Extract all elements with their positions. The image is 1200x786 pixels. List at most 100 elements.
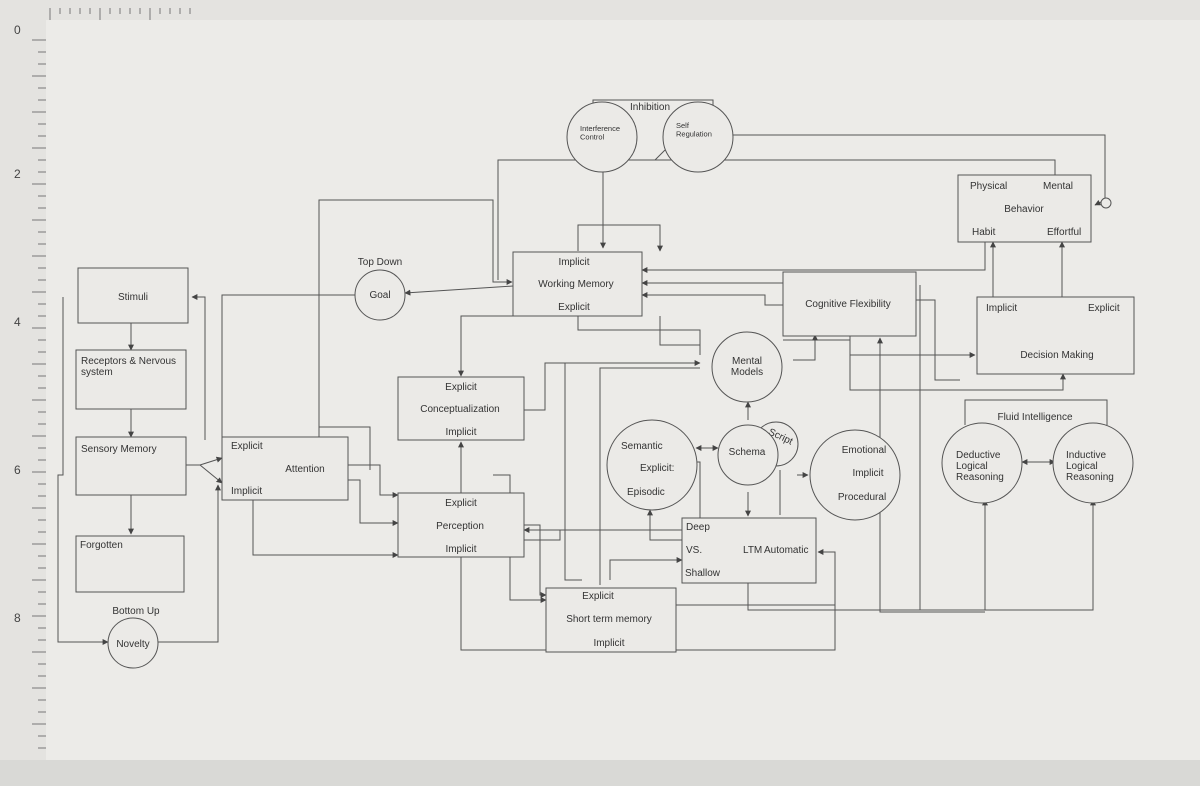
edge — [577, 318, 701, 355]
ltm-automatic-label: Automatic — [764, 545, 808, 556]
att-explicit-label: Explicit — [231, 441, 263, 452]
edge — [319, 426, 371, 470]
behavior-connector-dot — [1100, 197, 1112, 209]
self-regulation-node[interactable] — [662, 101, 734, 173]
schema-node[interactable] — [717, 424, 779, 486]
mental-models-node[interactable] — [711, 331, 783, 403]
edge — [817, 549, 836, 605]
emo-implicit-label: Implicit — [852, 468, 883, 479]
edge — [404, 285, 514, 296]
emotional-label: Emotional — [842, 445, 886, 456]
per-implicit-label: Implicit — [445, 544, 476, 555]
att-implicit-label: Implicit — [231, 486, 262, 497]
edge — [348, 479, 399, 526]
perception-label: Perception — [436, 521, 484, 532]
procedural-label: Procedural — [838, 492, 886, 503]
episodic-label: Episodic — [627, 487, 665, 498]
novelty-node[interactable] — [107, 617, 159, 669]
wm-implicit-label: Implicit — [558, 257, 589, 268]
stimuli-label: Stimuli — [118, 292, 148, 303]
edge — [524, 360, 701, 411]
edge — [641, 292, 783, 306]
goal-node[interactable] — [354, 269, 406, 321]
conceptualization-label: Conceptualization — [420, 404, 500, 415]
ltm-shallow-label: Shallow — [685, 568, 721, 579]
behavior-effortful-label: Effortful — [1047, 227, 1081, 238]
receptors-node[interactable] — [75, 349, 187, 410]
edge — [793, 334, 818, 361]
ruler-mark: 8 — [14, 611, 21, 625]
semantic-episodic-node[interactable] — [606, 419, 698, 511]
ruler-mark: 2 — [14, 167, 21, 181]
ltm-node[interactable] — [681, 517, 817, 584]
perception-node[interactable] — [397, 492, 525, 558]
edge — [659, 316, 700, 346]
fluid-intelligence-label: Fluid Intelligence — [997, 412, 1072, 423]
edge — [199, 456, 223, 466]
bottom-up-label: Bottom Up — [112, 606, 160, 617]
edge — [497, 159, 1056, 280]
dm-explicit-label: Explicit — [1088, 303, 1120, 314]
attention-label: Attention — [285, 464, 324, 475]
stm-explicit-label: Explicit — [582, 591, 614, 602]
inductive-reasoning-node[interactable] — [1052, 422, 1134, 504]
edge — [877, 337, 985, 613]
emotional-procedural-node[interactable] — [809, 429, 901, 521]
ruler-mark: 6 — [14, 463, 21, 477]
edge — [524, 530, 561, 541]
dm-implicit-label: Implicit — [986, 303, 1017, 314]
edge — [158, 484, 221, 643]
edge — [849, 335, 1066, 391]
edge — [524, 524, 547, 598]
wm-explicit-label: Explicit — [558, 302, 590, 313]
edge — [654, 149, 666, 161]
ltm-vs-label: VS. — [686, 545, 702, 556]
semantic-label: Semantic — [621, 441, 663, 452]
sensory-memory-node[interactable] — [75, 436, 187, 496]
attention-node[interactable] — [221, 436, 349, 501]
cognitive-flexibility-node[interactable] — [782, 271, 917, 337]
edge — [916, 299, 960, 381]
stm-implicit-label: Implicit — [593, 638, 624, 649]
edge — [747, 499, 988, 611]
edge — [920, 499, 1096, 611]
short-term-memory-label: Short term memory — [566, 614, 652, 625]
behavior-node[interactable] — [957, 174, 1092, 243]
deductive-reasoning-node[interactable] — [941, 422, 1023, 504]
working-memory-label: Working Memory — [538, 279, 613, 290]
short-term-memory-node[interactable] — [545, 587, 677, 653]
edge — [57, 297, 109, 645]
edge — [647, 509, 682, 541]
decision-making-label: Decision Making — [1020, 350, 1093, 361]
sensory-memory-label: Sensory Memory — [81, 444, 157, 455]
behavior-physical-label: Physical — [970, 181, 1007, 192]
forgotten-label: Forgotten — [80, 540, 123, 551]
edge — [221, 294, 355, 455]
conceptualization-node[interactable] — [397, 376, 525, 441]
con-explicit-label: Explicit — [445, 382, 477, 393]
ltm-deep-label: Deep — [686, 522, 710, 533]
inhibition-label: Inhibition — [630, 102, 670, 113]
edge — [348, 464, 399, 498]
con-implicit-label: Implicit — [445, 427, 476, 438]
working-memory-node[interactable] — [512, 251, 643, 317]
ruler-mark: 4 — [14, 315, 21, 329]
decision-making-node[interactable] — [976, 296, 1135, 375]
edge — [577, 224, 663, 252]
stimuli-node[interactable] — [77, 267, 189, 324]
interference-control-node[interactable] — [566, 101, 638, 173]
ruler-ticks — [32, 8, 191, 749]
left-ruler — [0, 20, 46, 760]
novelty-label: Novelty — [116, 639, 149, 650]
schema-label: Schema — [729, 447, 766, 458]
top-ruler — [0, 0, 1200, 20]
forgotten-node[interactable] — [75, 535, 185, 593]
behavior-label: Behavior — [1004, 204, 1044, 215]
